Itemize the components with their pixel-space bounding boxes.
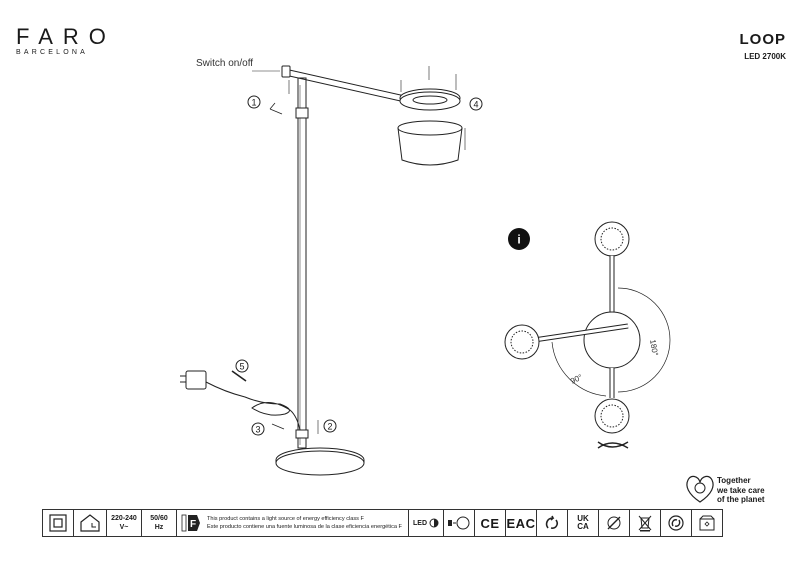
energy-text: This product contains a light source of … [207,515,402,531]
step-marker-3: 3 [251,422,265,436]
floor-lamp [180,65,466,476]
eac-mark: EAC [505,509,537,537]
info-icon: i [508,228,530,250]
lamp-replacement-icon [598,509,630,537]
indoor-use-icon [73,509,107,537]
brand-name: FARO [16,24,116,49]
product-name: LOOP [739,31,786,48]
driver-icon [443,509,475,537]
weee-bin-icon [629,509,661,537]
certification-footer: 220-240 V~ 50/60 Hz F This product conta… [42,509,723,537]
voltage-rating: 220-240 V~ [106,509,142,537]
step-marker-5: 5 [235,359,249,373]
step-marker-2: 2 [323,419,337,433]
switch-label: Switch on/off [196,58,253,69]
led-label: LED [413,519,427,527]
heart-icon [686,475,714,503]
step-number-2: 2 [327,422,332,432]
step-number-5: 5 [239,362,244,372]
care-badge: Together we take care of the planet [684,472,796,508]
step-marker-4: 4 [469,97,483,111]
step-number-3: 3 [255,425,260,435]
packaging-icon [691,509,723,537]
ce-mark: CE [474,509,506,537]
step-number-4: 4 [473,100,478,110]
ukca-mark: UK CA [567,509,599,537]
brand-logo: FARO BARCELONA [16,24,116,57]
green-dot-icon [660,509,692,537]
brand-subtitle: BARCELONA [16,49,88,56]
step-number-1: 1 [251,98,256,108]
care-line-1: Together [717,476,751,485]
care-line-2: we take care [717,485,765,495]
product-spec: LED 2700K [744,52,786,61]
rotation-detail [504,221,671,449]
step-marker-1: 1 [247,95,261,109]
voltage-unit: V~ [119,524,129,531]
assembly-drawing: Switch on/off 1 2 3 4 5 i [180,58,671,476]
led-dimming-icon: LED [408,509,444,537]
energy-class-icon: F [181,514,200,532]
recycle-icon [536,509,568,537]
energy-text-es: Este producto contiene una fuente lumino… [207,524,402,530]
class-ii-icon [42,509,74,537]
ukca-top: UK [577,514,589,523]
ukca-bottom: CA [577,522,589,531]
info-label: i [517,233,520,247]
care-line-3: of the planet [717,495,765,504]
rotation-angle-label: 180° [648,339,660,357]
energy-label: F This product contains a light source o… [176,509,409,537]
product-header: LOOP LED 2700K [739,31,786,61]
care-text: Together we take care of the planet [717,476,765,505]
energy-class-letter: F [190,519,196,530]
energy-text-en: This product contains a light source of … [207,516,364,522]
frequency-rating: 50/60 Hz [141,509,177,537]
frequency-unit: Hz [154,524,164,531]
tilt-angle-label: 90° [569,373,584,386]
voltage-value: 220-240 [111,515,137,522]
frequency-value: 50/60 [150,515,168,522]
